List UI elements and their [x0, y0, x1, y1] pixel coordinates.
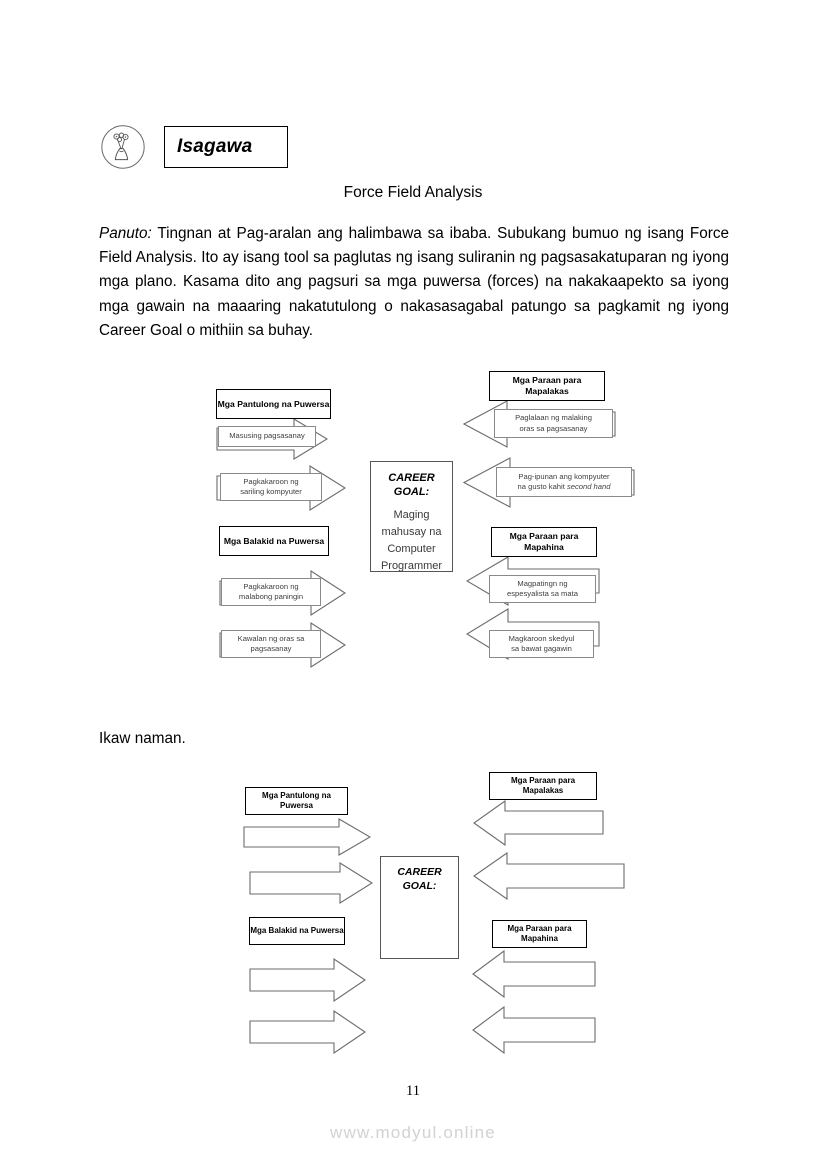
- activity-header: Isagawa: [100, 124, 288, 170]
- hand-holding-flowers-circle-icon: [100, 124, 146, 170]
- example-weaken-arrow-1: [466, 556, 600, 606]
- blank-strengthen-arrow-1[interactable]: [473, 800, 604, 846]
- example-hindering-arrow-2: [219, 622, 346, 668]
- blank-header-weaken[interactable]: Mga Paraan para Mapahina: [492, 920, 587, 948]
- blank-strengthen-arrow-2[interactable]: [473, 852, 625, 900]
- example-header-weaken: Mga Paraan para Mapahina: [491, 527, 597, 557]
- blank-hindering-arrow-1[interactable]: [249, 958, 366, 1002]
- blank-career-goal-box[interactable]: CAREER GOAL:: [380, 856, 459, 959]
- example-helping-arrow-2: [216, 465, 346, 511]
- blank-header-helping[interactable]: Mga Pantulong na Puwersa: [245, 787, 348, 815]
- blank-weaken-arrow-2[interactable]: [472, 1006, 596, 1054]
- instruction-body: Tingnan at Pag-aralan ang halimbawa sa i…: [99, 225, 729, 339]
- example-helping-label-1: Masusing pagsasanay: [218, 426, 316, 447]
- example-strengthen-arrow-1: [463, 400, 616, 448]
- blank-header-strengthen[interactable]: Mga Paraan para Mapalakas: [489, 772, 597, 800]
- page-number: 11: [406, 1083, 420, 1099]
- page-title: Force Field Analysis: [343, 184, 483, 201]
- example-header-helping: Mga Pantulong na Puwersa: [216, 389, 331, 419]
- example-hindering-label-2: Kawalan ng oras sa pagsasanay: [221, 630, 321, 658]
- ikaw-naman-text: Ikaw naman.: [99, 730, 186, 747]
- activity-title: Isagawa: [177, 136, 253, 157]
- example-weaken-label-2: Magkaroon skedyul sa bawat gagawin: [489, 630, 594, 658]
- blank-hindering-arrow-2[interactable]: [249, 1010, 366, 1054]
- activity-title-box: Isagawa: [164, 126, 288, 168]
- example-strengthen-arrow-2: [463, 457, 635, 508]
- blank-helping-arrow-1[interactable]: [243, 818, 371, 856]
- example-weaken-label-1: Magpatingn ng espesyalista sa mata: [489, 575, 596, 603]
- blank-header-hindering[interactable]: Mga Balakid na Puwersa: [249, 917, 345, 945]
- instruction-lead: Panuto:: [99, 225, 152, 242]
- example-goal-body: Maging mahusay na Computer Programmer: [380, 508, 443, 572]
- example-helping-arrow-1: [216, 418, 328, 460]
- blank-goal-title: CAREER GOAL:: [397, 866, 442, 892]
- example-goal-title: CAREER GOAL:: [388, 472, 435, 499]
- example-career-goal-box: CAREER GOAL: Maging mahusay na Computer …: [370, 461, 453, 572]
- example-hindering-arrow-1: [219, 570, 346, 616]
- example-strengthen-label-2-line2: na gusto kahit second hand: [517, 482, 611, 491]
- example-weaken-arrow-2: [466, 608, 600, 660]
- blank-helping-arrow-2[interactable]: [249, 862, 373, 904]
- example-helping-label-2: Pagkakaroon ng sariling kompyuter: [220, 473, 322, 501]
- example-header-strengthen: Mga Paraan para Mapalakas: [489, 371, 605, 401]
- example-strengthen-label-1: Paglalaan ng malaking oras sa pagsasanay: [494, 409, 613, 438]
- example-hindering-label-1: Pagkakaroon ng malabong paningin: [221, 578, 321, 606]
- watermark: www.modyul.online: [330, 1123, 496, 1142]
- blank-weaken-arrow-1[interactable]: [472, 950, 596, 998]
- example-strengthen-label-2: Pag-ipunan ang kompyuter na gusto kahit …: [496, 467, 632, 497]
- instruction-paragraph: Panuto: Tingnan at Pag-aralan ang halimb…: [99, 222, 729, 343]
- example-header-hindering: Mga Balakid na Puwersa: [219, 526, 329, 556]
